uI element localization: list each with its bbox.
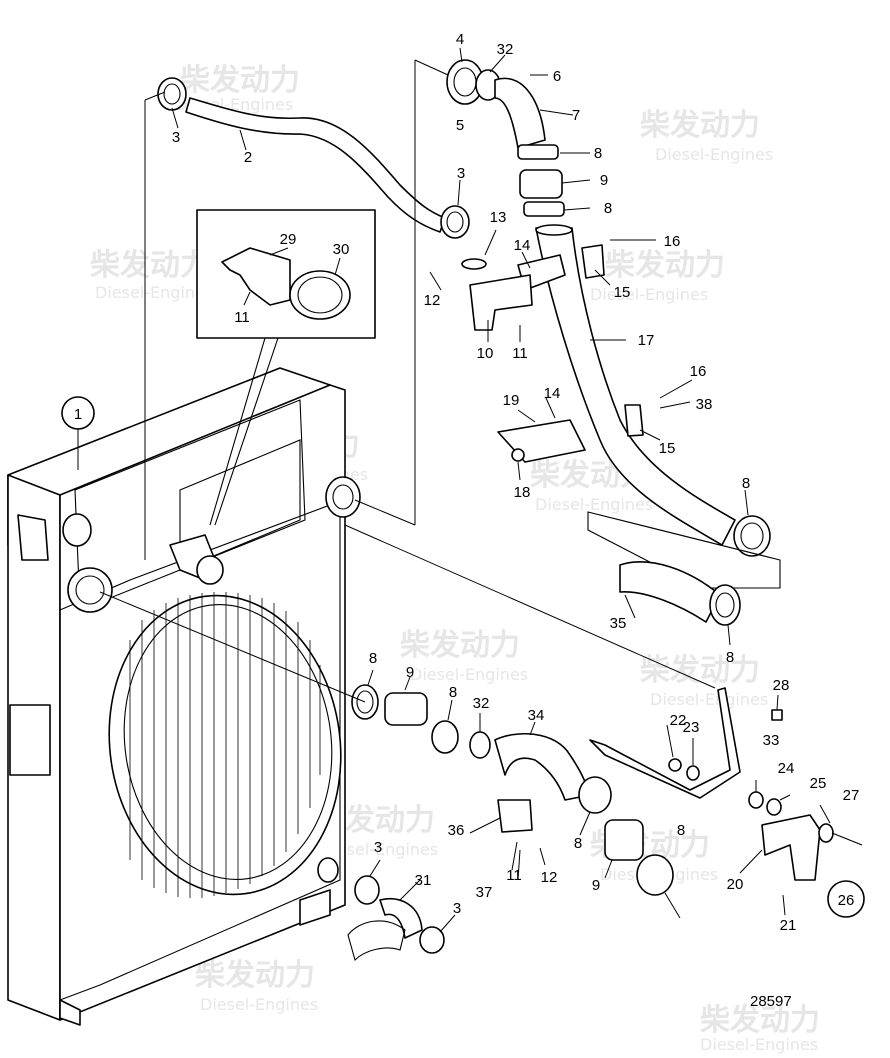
svg-text:柴发动力: 柴发动力	[195, 958, 315, 993]
callout-8-g: 8	[574, 835, 582, 852]
callout-10: 10	[477, 345, 494, 362]
svg-text:Diesel-Engines: Diesel-Engines	[320, 840, 438, 859]
svg-text:Diesel-Engines: Diesel-Engines	[650, 690, 768, 709]
callout-9-low: 9	[592, 877, 600, 894]
svg-text:Diesel-Engines: Diesel-Engines	[700, 1035, 818, 1054]
bellows-hose-35	[587, 511, 781, 626]
callout-3-top-left: 3	[172, 129, 180, 146]
callout-8-a: 8	[594, 145, 602, 162]
svg-text:Diesel-Engines: Diesel-Engines	[535, 495, 653, 514]
callout-16-top: 16	[664, 233, 681, 250]
callout-25: 25	[810, 775, 827, 792]
callout-32-mid: 32	[473, 695, 490, 712]
svg-text:柴发动力: 柴发动力	[700, 1003, 820, 1038]
callout-29: 29	[280, 231, 297, 248]
callout-6: 6	[553, 68, 561, 85]
callout-9-top: 9	[600, 172, 608, 189]
svg-text:柴发动力: 柴发动力	[640, 108, 760, 143]
callout-11-inset: 11	[234, 309, 250, 326]
callout-26: 26	[838, 892, 855, 909]
callout-14-mid: 14	[544, 385, 561, 402]
svg-text:柴发动力: 柴发动力	[90, 248, 210, 283]
callout-8-b: 8	[604, 200, 612, 217]
callout-34: 34	[528, 707, 545, 724]
callout-17: 17	[638, 332, 655, 349]
radiator-assembly	[7, 367, 361, 1026]
callout-8-d: 8	[726, 649, 734, 666]
callout-19: 19	[503, 392, 520, 409]
callout-24: 24	[778, 760, 795, 777]
callout-4: 4	[456, 31, 464, 48]
callout-16-mid: 16	[690, 363, 707, 380]
callout-3-low-b: 3	[453, 900, 461, 917]
callout-36: 36	[448, 822, 465, 839]
callout-11-low: 11	[506, 867, 522, 884]
svg-text:Diesel-Engines: Diesel-Engines	[95, 283, 213, 302]
callout-12-top: 12	[424, 292, 441, 309]
callout-circle-1	[61, 396, 95, 430]
upper-hose-2	[157, 77, 470, 239]
callout-15-mid: 15	[659, 440, 676, 457]
callout-31: 31	[415, 872, 432, 889]
svg-text:柴发动力: 柴发动力	[400, 628, 520, 663]
callout-35: 35	[610, 615, 627, 632]
callout-14-top: 14	[514, 237, 531, 254]
callout-20: 20	[727, 876, 744, 893]
callout-labels: 1 2 3 3 4 32 6 5 7 8 9 8 13 14 16 15 12 …	[61, 31, 865, 1010]
svg-text:柴发动力: 柴发动力	[605, 248, 725, 283]
callout-3-top-right: 3	[457, 165, 465, 182]
callout-30: 30	[333, 241, 350, 258]
svg-text:Diesel-Engines: Diesel-Engines	[200, 995, 318, 1014]
callout-8-h: 8	[677, 822, 685, 839]
callout-1: 1	[74, 406, 82, 423]
callout-11-mid: 11	[512, 345, 528, 362]
svg-text:Diesel-Engines: Diesel-Engines	[590, 285, 708, 304]
callout-2: 2	[244, 149, 252, 166]
callout-8-c: 8	[742, 475, 750, 492]
callout-13: 13	[490, 209, 507, 226]
svg-text:Diesel-Engines: Diesel-Engines	[655, 145, 773, 164]
radiator-core-grille	[129, 592, 321, 898]
drawing-number: 28597	[750, 993, 792, 1010]
detail-inset	[196, 209, 376, 526]
callout-23: 23	[683, 719, 700, 736]
callout-15-top: 15	[614, 284, 631, 301]
svg-text:柴发动力: 柴发动力	[180, 63, 300, 98]
callout-9-mid: 9	[406, 664, 414, 681]
callout-circle-26	[827, 880, 865, 918]
callout-12-low: 12	[541, 869, 558, 886]
callout-32-top: 32	[497, 41, 514, 58]
callout-5: 5	[456, 117, 464, 134]
upper-outlet-assembly	[446, 59, 771, 557]
callout-28: 28	[773, 677, 790, 694]
svg-text:柴发动力: 柴发动力	[640, 653, 760, 688]
svg-text:Diesel-Engines: Diesel-Engines	[410, 665, 528, 684]
callout-22: 22	[670, 712, 687, 729]
callout-7: 7	[572, 107, 580, 124]
leader-lines	[77, 47, 831, 933]
callout-18: 18	[514, 484, 531, 501]
callout-3-low-a: 3	[374, 839, 382, 856]
callout-8-e: 8	[369, 650, 377, 667]
callout-21: 21	[780, 917, 797, 934]
callout-8-f: 8	[449, 684, 457, 701]
callout-33: 33	[763, 732, 780, 749]
lower-pipe-group	[347, 684, 863, 962]
callout-38: 38	[696, 396, 713, 413]
callout-37: 37	[476, 884, 493, 901]
callout-27: 27	[843, 787, 860, 804]
